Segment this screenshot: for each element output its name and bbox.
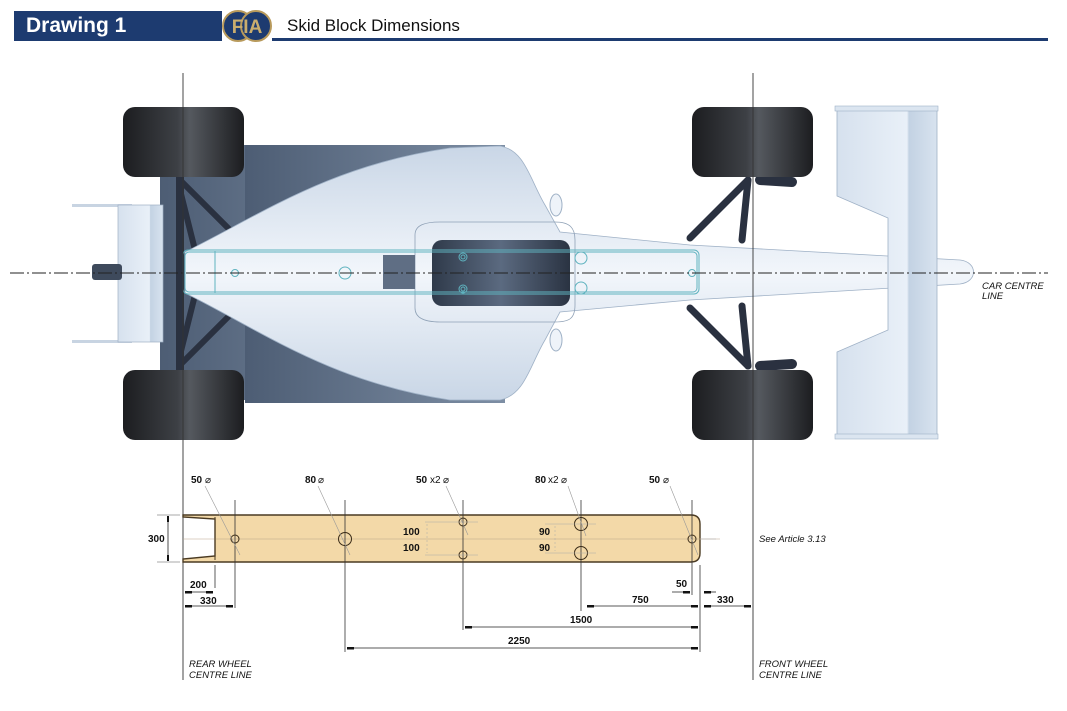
front-suspension bbox=[686, 175, 797, 371]
car-centre-line-label-2: LINE bbox=[982, 291, 1004, 302]
dim-mid-pair-to-end: 1500 bbox=[570, 615, 593, 626]
svg-text:50: 50 bbox=[191, 475, 203, 486]
see-article-note: See Article 3.13 bbox=[759, 534, 826, 545]
front-wheel-label-1: FRONT WHEEL bbox=[759, 659, 828, 670]
page-title: Skid Block Dimensions bbox=[287, 16, 460, 35]
dim-second-hole-to-end: 2250 bbox=[508, 636, 531, 647]
hole-label-1: 50 ⌀ bbox=[191, 475, 211, 486]
dim-rear-taper: 200 bbox=[190, 580, 207, 591]
svg-text:x2: x2 bbox=[430, 475, 441, 486]
hole-label-4: 80 x2 ⌀ bbox=[535, 475, 567, 486]
svg-text:⌀: ⌀ bbox=[205, 475, 211, 486]
hole-2 bbox=[338, 532, 352, 546]
mirror-left-icon bbox=[549, 193, 563, 217]
hole-5 bbox=[687, 534, 697, 544]
svg-text:x2: x2 bbox=[548, 475, 559, 486]
svg-text:80: 80 bbox=[305, 475, 317, 486]
hole-1 bbox=[230, 534, 240, 544]
svg-text:50: 50 bbox=[649, 475, 661, 486]
dim-width: 300 bbox=[148, 514, 180, 563]
rear-wheel-label-1: REAR WHEEL bbox=[189, 659, 252, 670]
front-wing-endplate-bottom bbox=[834, 433, 939, 440]
rear-wheel-label-2: CENTRE LINE bbox=[189, 670, 252, 681]
tyre-front-right bbox=[692, 370, 813, 440]
rear-suspension bbox=[176, 171, 243, 374]
fia-logo-text: FIA bbox=[232, 17, 263, 38]
fia-logo-icon: FIA bbox=[222, 8, 272, 44]
svg-text:80: 80 bbox=[535, 475, 547, 486]
offset-guides bbox=[425, 521, 596, 556]
rear-wing bbox=[72, 204, 164, 343]
airbox bbox=[383, 255, 415, 289]
svg-text:⌀: ⌀ bbox=[663, 475, 669, 486]
dimension-arrowheads bbox=[185, 591, 751, 650]
car-centre-line-label-1: CAR CENTRE bbox=[982, 281, 1044, 292]
tyre-rear-right bbox=[123, 370, 244, 440]
dim-offset-90-upper: 90 bbox=[539, 527, 551, 538]
front-wing-endplate-top bbox=[834, 105, 939, 112]
drawing-title-block bbox=[14, 11, 229, 41]
dim-front-hole-to-end: 50 bbox=[676, 579, 688, 590]
dim-offset-90-lower: 90 bbox=[539, 543, 551, 554]
hole-label-3: 50 x2 ⌀ bbox=[416, 475, 449, 486]
hole-label-2: 80 ⌀ bbox=[305, 475, 324, 486]
dim-front-end-to-front-wheel: 330 bbox=[717, 595, 734, 606]
leader-lines bbox=[204, 485, 699, 556]
front-wheel-label-2: CENTRE LINE bbox=[759, 670, 822, 681]
skid-block bbox=[182, 514, 701, 563]
cockpit-surround bbox=[414, 221, 576, 323]
mirror-right-icon bbox=[549, 328, 563, 352]
dim-rear-to-first-hole: 330 bbox=[200, 596, 217, 607]
svg-text:50: 50 bbox=[416, 475, 428, 486]
dim-front-pair-to-end: 750 bbox=[632, 595, 649, 606]
tyre-rear-left bbox=[123, 107, 244, 177]
dim-offset-100-upper: 100 bbox=[403, 527, 420, 538]
hole-label-5: 50 ⌀ bbox=[649, 475, 669, 486]
hole-extension-lines bbox=[214, 500, 701, 652]
tyre-front-left bbox=[692, 107, 813, 177]
bottom-dimension-lines bbox=[185, 591, 751, 649]
svg-text:⌀: ⌀ bbox=[443, 475, 449, 486]
svg-text:⌀: ⌀ bbox=[561, 475, 567, 486]
car-body bbox=[184, 145, 974, 401]
front-wing bbox=[836, 106, 938, 439]
svg-text:⌀: ⌀ bbox=[318, 475, 324, 486]
svg-text:300: 300 bbox=[148, 534, 165, 545]
dim-offset-100-lower: 100 bbox=[403, 543, 420, 554]
header-rule bbox=[229, 38, 1048, 41]
drawing-number: Drawing 1 bbox=[26, 14, 127, 37]
